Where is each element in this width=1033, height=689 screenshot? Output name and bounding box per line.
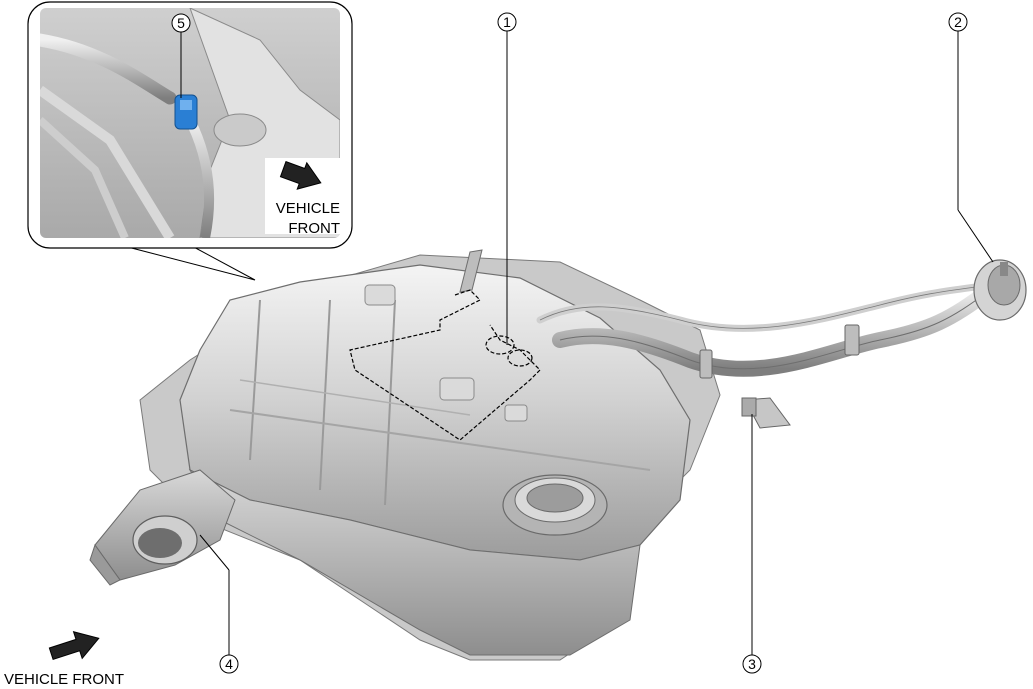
inset-direction-line2: FRONT: [288, 220, 340, 237]
inset-direction-line1: VEHICLE: [276, 200, 340, 217]
callout-4: 4: [199, 534, 239, 674]
callout-1-label: 1: [503, 14, 511, 30]
tank-vent-stub: [459, 249, 483, 293]
vehicle-front-arrow-icon: [48, 631, 100, 661]
inset-pointer: [119, 244, 256, 281]
callout-1: 1: [497, 12, 517, 345]
filler-pipe-assembly: [536, 259, 1027, 379]
vehicle-front-label: VEHICLE FRONT: [4, 671, 124, 688]
heat-insulator: [89, 469, 236, 586]
inset-vehicle-front-arrow-icon: [265, 158, 345, 234]
callout-2: 2: [948, 12, 994, 263]
hidden-component-outline: [349, 289, 541, 441]
mounting-bracket: [741, 397, 791, 429]
quick-connector: [174, 94, 198, 130]
tank-lower-body: [188, 468, 641, 656]
filler-neck-cap: [973, 259, 1027, 321]
callout-5: 5: [171, 13, 191, 98]
callout-2-label: 2: [954, 14, 962, 30]
callout-5-label: 5: [177, 15, 185, 31]
fuel-pump-flange: [502, 474, 608, 536]
callout-3: 3: [742, 414, 762, 674]
callout-3-label: 3: [748, 656, 756, 672]
detail-inset: VEHICLE FRONT: [27, 1, 353, 281]
callout-4-label: 4: [225, 656, 233, 672]
